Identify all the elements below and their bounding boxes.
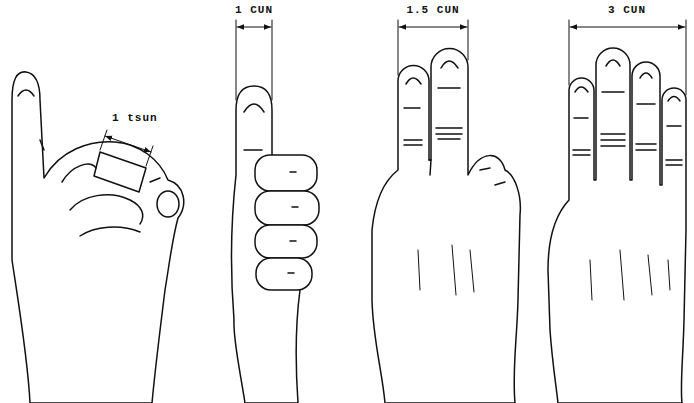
crease xyxy=(404,88,462,145)
curled-finger xyxy=(94,152,146,192)
dimension-line xyxy=(237,27,271,28)
crease xyxy=(288,172,298,273)
thumb-nail xyxy=(244,104,264,112)
thumb-nail xyxy=(18,90,34,96)
dimension-label: 1 tsun xyxy=(110,112,160,125)
bent-finger-hand xyxy=(12,72,184,403)
finger-nail xyxy=(406,61,458,84)
curled-finger xyxy=(255,225,317,258)
tendon xyxy=(418,245,474,295)
two-finger-hand xyxy=(372,20,520,403)
crease xyxy=(244,149,262,151)
curled-finger xyxy=(255,191,319,225)
dimension-label: 1.5 CUN xyxy=(404,4,461,17)
dimension-label: 1 CUN xyxy=(233,4,275,17)
knuckle xyxy=(480,168,505,185)
crease xyxy=(573,92,682,165)
finger-tip xyxy=(157,191,179,217)
hand-outline xyxy=(12,72,184,403)
dimension-label: 3 CUN xyxy=(606,4,648,17)
hand-outline xyxy=(548,48,686,403)
tendon xyxy=(590,250,670,300)
crease xyxy=(40,140,160,182)
curled-finger xyxy=(256,258,312,290)
curled-finger xyxy=(255,155,317,191)
dimension-line xyxy=(398,20,468,75)
dimension-line xyxy=(105,136,151,152)
dimension-line xyxy=(399,27,467,28)
finger-nail xyxy=(575,60,680,101)
dimension-line xyxy=(569,20,686,95)
finger-divide xyxy=(429,160,431,175)
dimension-line xyxy=(570,27,685,28)
dimension-line xyxy=(100,130,153,166)
thumb-hand xyxy=(232,20,319,403)
hand-outline xyxy=(372,49,520,403)
curled-finger xyxy=(62,164,143,236)
four-finger-hand xyxy=(548,20,686,403)
dimension-line xyxy=(236,20,272,100)
